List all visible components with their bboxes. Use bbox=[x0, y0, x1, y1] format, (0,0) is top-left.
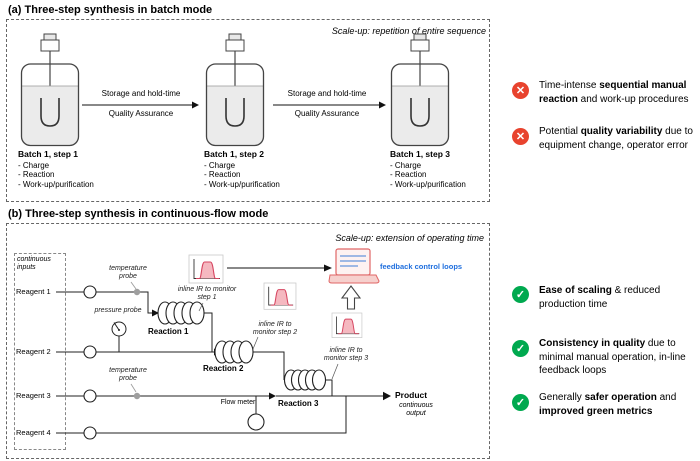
batch-diagram-graphics bbox=[20, 33, 450, 147]
flow-meter-icon bbox=[247, 413, 265, 431]
batch-step-3-item: Work-up/purification bbox=[390, 180, 530, 190]
temperature-probe-icon bbox=[130, 281, 141, 296]
feedback-arrow-icon bbox=[227, 264, 332, 272]
check-icon: ✓ bbox=[512, 394, 529, 411]
cross-icon: ✕ bbox=[512, 82, 529, 99]
batch-step-2-block: Batch 1, step 2 Charge Reaction Work-up/… bbox=[204, 149, 344, 190]
cross-glyph: ✕ bbox=[515, 131, 526, 143]
ir-chart-step1-icon bbox=[188, 254, 224, 284]
reagent-1-label: Reagent 1 bbox=[16, 287, 51, 296]
arrow1-top-label: Storage and hold-time bbox=[101, 89, 181, 98]
batch-step-1-item: Charge bbox=[18, 161, 158, 171]
laptop-icon bbox=[328, 248, 380, 284]
ir-monitor-3-label: inline IR to monitor step 3 bbox=[323, 347, 369, 362]
temperature-probe-2-label: temperature probe bbox=[109, 367, 147, 382]
cross-glyph: ✕ bbox=[515, 85, 526, 97]
batch-step-3-label: Batch 1, step 3 bbox=[390, 149, 450, 159]
batch-step-2-item: Charge bbox=[204, 161, 344, 171]
ir-chart-step2-icon bbox=[263, 282, 297, 310]
pressure-gauge-icon bbox=[111, 321, 127, 337]
product-arrowhead-icon bbox=[383, 391, 391, 401]
batch-step-3-item: Charge bbox=[390, 161, 530, 171]
flow-arrowhead-icon bbox=[269, 392, 276, 400]
transfer-arrow-icon bbox=[82, 101, 199, 109]
panel-batch-mode: (a) Three-step synthesis in batch mode S… bbox=[6, 4, 492, 202]
check-glyph: ✓ bbox=[515, 397, 526, 409]
feedback-control-loops-label: feedback control loops bbox=[380, 262, 463, 271]
pump-icons bbox=[83, 285, 97, 440]
batch-step-2-item: Work-up/purification bbox=[204, 180, 344, 190]
panel-b-scaleup-note: Scale-up: extension of operating time bbox=[335, 233, 484, 243]
flow-arrowhead-icon bbox=[152, 309, 159, 317]
ir-chart-step3-icon bbox=[331, 312, 363, 338]
transfer-arrow-icon bbox=[273, 101, 386, 109]
cross-icon: ✕ bbox=[512, 128, 529, 145]
ir-monitor-2-label: inline IR to monitor step 2 bbox=[252, 321, 298, 336]
batch-step-2-item: Reaction bbox=[204, 170, 344, 180]
batch-step-3-item: Reaction bbox=[390, 170, 530, 180]
panel-a-scaleup-note: Scale-up: repetition of entire sequence bbox=[331, 26, 486, 36]
flow-diagram-graphics bbox=[56, 248, 391, 440]
arrow2-top-label: Storage and hold-time bbox=[287, 89, 367, 98]
reagent-3-label: Reagent 3 bbox=[16, 391, 51, 400]
check-icon: ✓ bbox=[512, 286, 529, 303]
arrow2-bottom-label: Quality Assurance bbox=[294, 109, 360, 118]
ir-monitor-1-label: inline IR to monitor step 1 bbox=[177, 286, 237, 301]
panel-a-title: (a) Three-step synthesis in batch mode bbox=[8, 4, 213, 16]
reaction-2-label: Reaction 2 bbox=[203, 364, 244, 373]
con-item-1: Time-intense sequential manual reaction … bbox=[539, 80, 689, 105]
reaction-2-coil-icon bbox=[214, 340, 254, 364]
reagent-4-label: Reagent 4 bbox=[16, 428, 51, 437]
pro-item-1: Ease of scaling & reduced production tim… bbox=[539, 285, 661, 310]
pro-item-3: Generally safer operation and improved g… bbox=[539, 392, 677, 417]
stirred-tank-reactor-icon bbox=[20, 33, 80, 147]
reaction-1-label: Reaction 1 bbox=[148, 327, 189, 336]
pressure-probe-label: pressure probe bbox=[94, 307, 142, 314]
monitor-pointer-lines bbox=[198, 302, 339, 380]
check-icon: ✓ bbox=[512, 340, 529, 357]
stirred-tank-reactor-icon bbox=[205, 33, 265, 147]
con-item-2: Potential quality variability due to equ… bbox=[539, 126, 693, 151]
continuous-output-label: continuous output bbox=[399, 402, 433, 417]
batch-step-1-item: Work-up/purification bbox=[18, 180, 158, 190]
batch-step-1-label: Batch 1, step 1 bbox=[18, 149, 78, 159]
panel-b-frame bbox=[6, 223, 490, 459]
panel-a-frame bbox=[6, 19, 490, 202]
reaction-3-coil-icon bbox=[283, 369, 327, 391]
up-arrow-icon bbox=[340, 285, 362, 310]
check-glyph: ✓ bbox=[515, 289, 526, 301]
batch-step-1-item: Reaction bbox=[18, 170, 158, 180]
pro-item-2: Consistency in quality due to minimal ma… bbox=[539, 338, 686, 376]
batch-step-2-label: Batch 1, step 2 bbox=[204, 149, 264, 159]
flow-meter-label: Flow meter bbox=[220, 399, 256, 406]
batch-step-1-block: Batch 1, step 1 Charge Reaction Work-up/… bbox=[18, 149, 158, 190]
reagent-2-label: Reagent 2 bbox=[16, 347, 51, 356]
stirred-tank-reactor-icon bbox=[390, 33, 450, 147]
temperature-probe-1-label: temperature probe bbox=[109, 265, 147, 280]
reaction-1-coil-icon bbox=[157, 301, 205, 325]
check-glyph: ✓ bbox=[515, 343, 526, 355]
continuous-inputs-label: continuous inputs bbox=[17, 256, 51, 271]
reaction-3-label: Reaction 3 bbox=[278, 399, 319, 408]
temperature-probe-icon bbox=[130, 383, 141, 400]
panel-flow-mode: (b) Three-step synthesis in continuous-f… bbox=[6, 208, 492, 461]
product-label: Product bbox=[395, 390, 428, 400]
panel-b-title: (b) Three-step synthesis in continuous-f… bbox=[8, 208, 269, 220]
arrow1-bottom-label: Quality Assurance bbox=[108, 109, 174, 118]
batch-step-3-block: Batch 1, step 3 Charge Reaction Work-up/… bbox=[390, 149, 530, 190]
